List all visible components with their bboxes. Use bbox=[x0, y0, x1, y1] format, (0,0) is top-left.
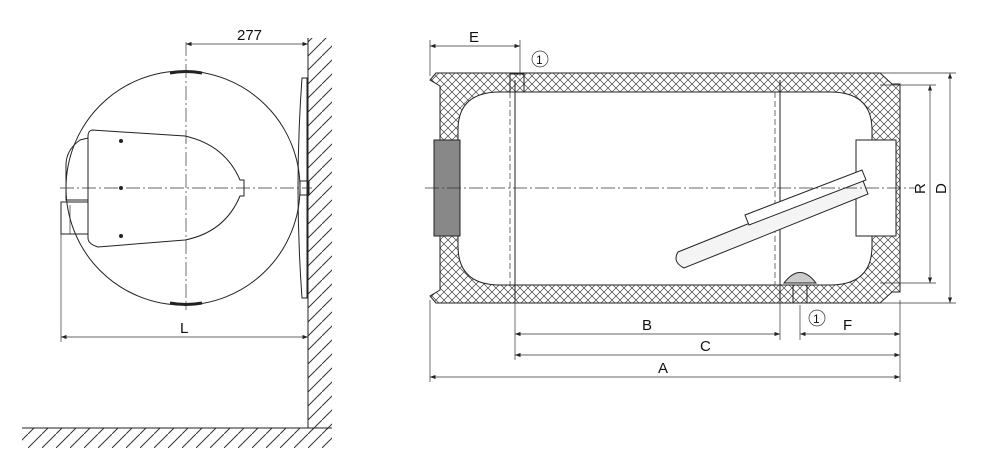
marker-bottom-label: 1 bbox=[813, 312, 820, 326]
control-box bbox=[65, 137, 89, 201]
screw-icon bbox=[119, 234, 123, 238]
heating-element bbox=[675, 177, 869, 269]
side-view: 277 L bbox=[22, 27, 332, 448]
wall-bracket bbox=[297, 77, 308, 299]
dimension-c-label: C bbox=[700, 338, 711, 355]
dimension-277-label: 277 bbox=[237, 27, 262, 44]
bottom-cap bbox=[169, 301, 203, 306]
thermostat-rod bbox=[744, 169, 867, 226]
control-cover bbox=[87, 129, 245, 248]
wall-hatching bbox=[308, 38, 332, 430]
marker-top-label: 1 bbox=[536, 53, 543, 67]
connector-box bbox=[60, 201, 89, 235]
marker-circle-top bbox=[531, 50, 549, 68]
floor-hatching bbox=[22, 428, 332, 448]
dimension-r-label: R bbox=[912, 183, 929, 194]
top-fitting bbox=[509, 73, 525, 93]
anode-cap bbox=[782, 272, 818, 284]
dimension-e-label: E bbox=[469, 29, 479, 46]
front-view: E 1 B F 1 C A R D bbox=[425, 29, 956, 382]
bottom-fitting bbox=[792, 284, 808, 304]
dimension-b-label: B bbox=[642, 317, 652, 334]
dimension-a-label: A bbox=[658, 360, 668, 377]
dimension-d-label: D bbox=[933, 183, 950, 194]
dimension-l-label: L bbox=[180, 320, 188, 337]
dimension-f-label: F bbox=[843, 317, 852, 334]
screw-icon bbox=[119, 139, 123, 143]
inner-vessel bbox=[457, 91, 873, 286]
marker-circle-bottom bbox=[808, 309, 826, 327]
